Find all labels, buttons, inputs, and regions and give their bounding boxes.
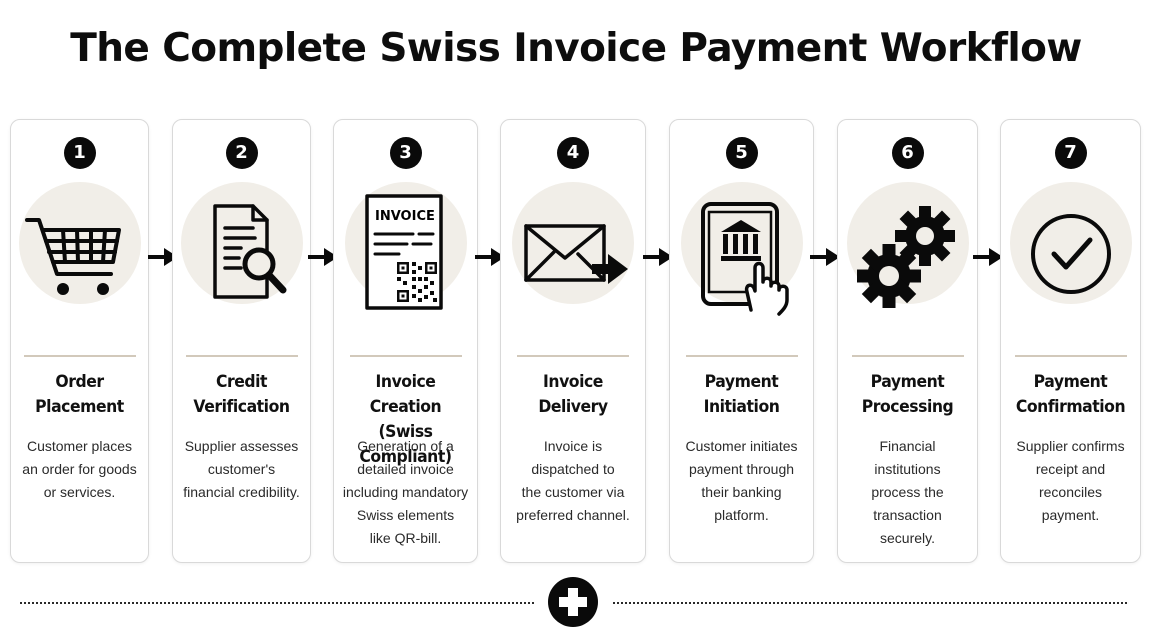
step-number: 1: [63, 137, 96, 169]
gears-icon: [856, 206, 955, 308]
icon-background: [680, 182, 803, 316]
step-number: 5: [725, 137, 758, 169]
envelope-send-icon: [524, 224, 628, 284]
arrow-right-icon: [475, 248, 505, 266]
step-title: Payment Initiation: [703, 372, 780, 417]
divider: [23, 355, 136, 357]
arrow-right-icon: [973, 248, 1003, 266]
step-number: 4: [557, 137, 589, 169]
icon-background: [846, 182, 969, 308]
tablet-bank-icon: [700, 202, 789, 316]
step-number: 6: [891, 137, 924, 169]
icon-background: INVOICE: [344, 182, 467, 310]
step-card-invoice-delivery: 4 Invoice Delivery Invoice is dispatched…: [500, 119, 646, 563]
step-title: Payment Confirmation: [1015, 372, 1126, 417]
diagram-title: The Complete Swiss Invoice Payment Workf…: [70, 26, 1082, 71]
document-magnifier-icon: [212, 204, 286, 299]
step-description: Invoice is dispatched to the customer vi…: [516, 438, 630, 523]
icon-background: [180, 182, 303, 304]
step-card-invoice-creation: 3 INVOICE: [333, 119, 478, 563]
invoice-label: INVOICE: [375, 209, 435, 224]
step-card-payment-processing: 6: [837, 119, 978, 563]
checkmark-circle-icon: [1030, 214, 1111, 294]
step-title: Credit Verification: [193, 372, 290, 417]
icon-background: [18, 182, 141, 304]
step-description: Supplier confirms receipt and reconciles…: [1016, 438, 1125, 523]
step-description: Customer initiates payment through their…: [685, 438, 798, 523]
step-description: Financial institutions process the trans…: [871, 438, 944, 546]
step-description: Generation of a detailed invoice includi…: [342, 438, 469, 546]
divider: [1014, 355, 1127, 357]
step-description: Supplier assesses customer's financial c…: [183, 438, 300, 500]
dotted-divider-left: [20, 602, 534, 604]
plus-icon: [548, 577, 598, 627]
divider: [851, 355, 964, 357]
icon-background: [1009, 182, 1132, 304]
step-number: 7: [1054, 137, 1087, 169]
step-card-payment-initiation: 5 Payment Initiation Customer initiates …: [669, 119, 814, 563]
divider: [185, 355, 298, 357]
icon-background: [512, 182, 634, 304]
arrow-right-icon: [308, 248, 338, 266]
arrow-right-icon: [810, 248, 840, 266]
divider: [517, 355, 629, 357]
step-card-order-placement: 1 Order Placement Customer places an ord…: [10, 119, 149, 563]
step-description: Customer places an order for goods or se…: [22, 438, 137, 500]
step-number: 2: [225, 137, 258, 169]
divider: [349, 355, 462, 357]
invoice-qr-icon: INVOICE: [364, 194, 443, 310]
step-number: 3: [389, 137, 422, 169]
step-card-payment-confirmation: 7 Payment Confirmation Supplier confirms…: [1000, 119, 1141, 563]
arrow-right-icon: [643, 248, 673, 266]
step-title: Invoice Creation (Swiss Compliant): [359, 372, 452, 467]
shopping-cart-icon: [24, 218, 121, 295]
step-title: Invoice Delivery: [538, 372, 608, 417]
divider: [685, 355, 798, 357]
arrow-right-icon: [148, 248, 178, 266]
step-card-credit-verification: 2 Credit Verification Supplier assesses …: [172, 119, 311, 563]
step-title: Order Placement: [35, 372, 124, 417]
step-title: Payment Processing: [861, 372, 954, 417]
dotted-divider-right: [613, 602, 1127, 604]
